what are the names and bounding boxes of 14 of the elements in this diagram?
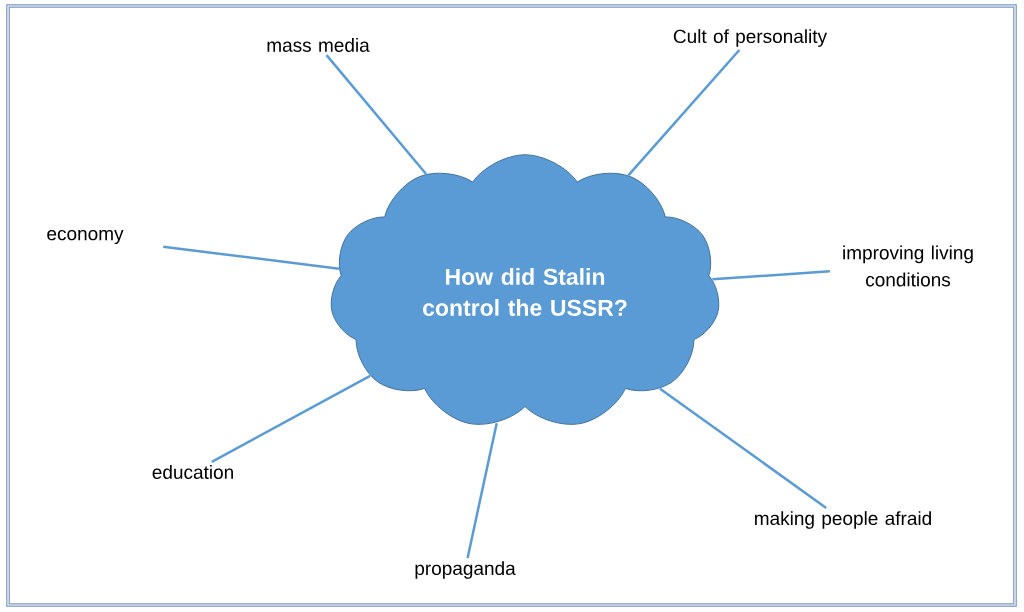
topic-label: making people afraid [755,511,931,529]
connector-line [325,54,428,175]
connector-line [627,49,741,177]
connector-line [211,374,371,463]
topic-label: Cult of personality [673,29,827,47]
topic-label: economy [47,229,124,245]
connector-line [712,270,830,281]
connector-line [466,422,498,559]
topic-label: improving living conditions [843,245,973,287]
topic-label: education [152,465,233,479]
connector-line [659,387,827,509]
connector-line [163,245,340,270]
topic-label: mass media [267,38,370,52]
topic-label: propaganda [415,561,516,579]
